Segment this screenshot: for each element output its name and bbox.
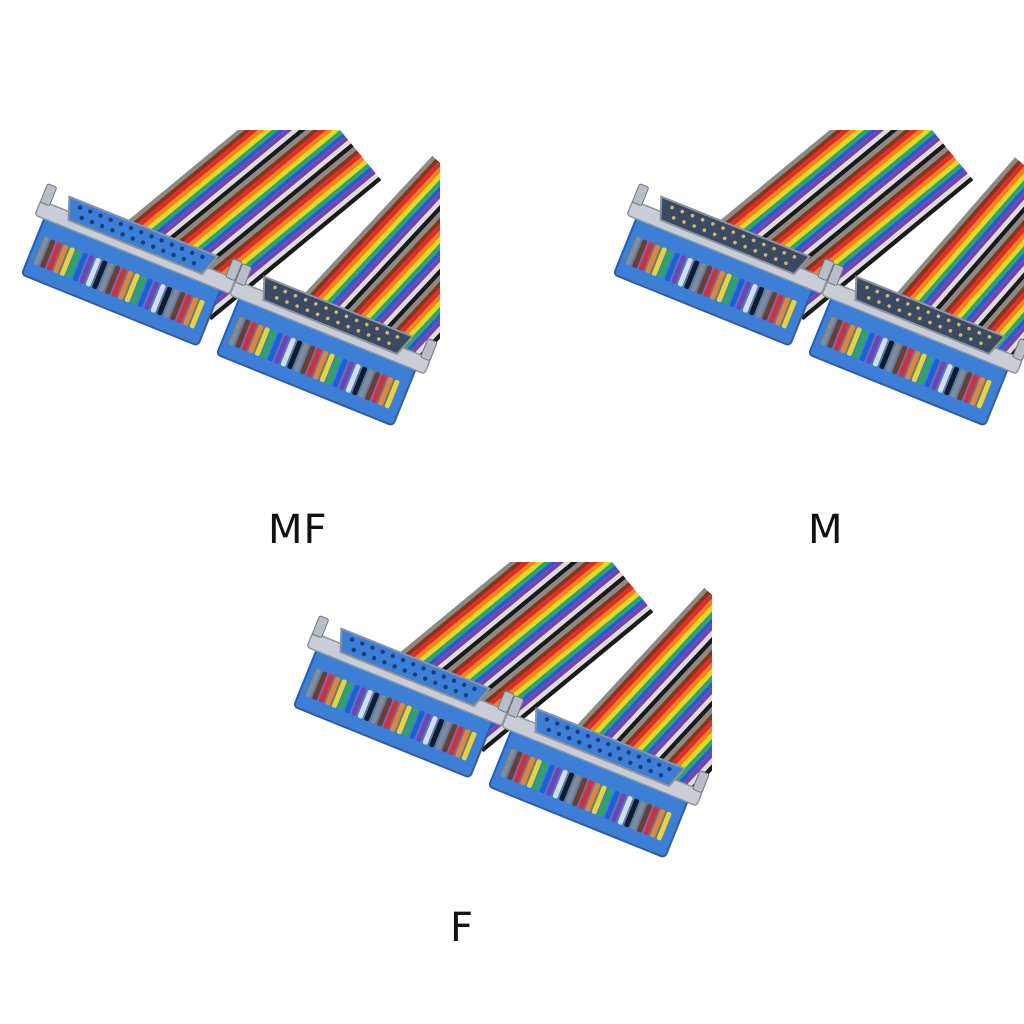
db25-connector-right — [488, 695, 710, 858]
ribbon-cable-left — [400, 562, 654, 753]
db25-connector-left — [21, 183, 243, 346]
ribbon-cable-f-illustration — [293, 562, 712, 858]
product-f-image — [292, 562, 712, 902]
db25-connector-left — [613, 183, 835, 346]
product-mf-image — [20, 130, 440, 470]
caption-f: F — [450, 905, 475, 951]
db25-connector-right — [808, 263, 1024, 426]
ribbon-cable-mf-illustration — [21, 130, 440, 426]
caption-m: M — [808, 507, 844, 553]
db25-connector-left — [293, 615, 515, 778]
db25-connector-right — [216, 263, 438, 426]
product-m-image — [612, 130, 1024, 470]
ribbon-cable-m-illustration — [613, 130, 1024, 426]
caption-mf: MF — [268, 507, 328, 553]
